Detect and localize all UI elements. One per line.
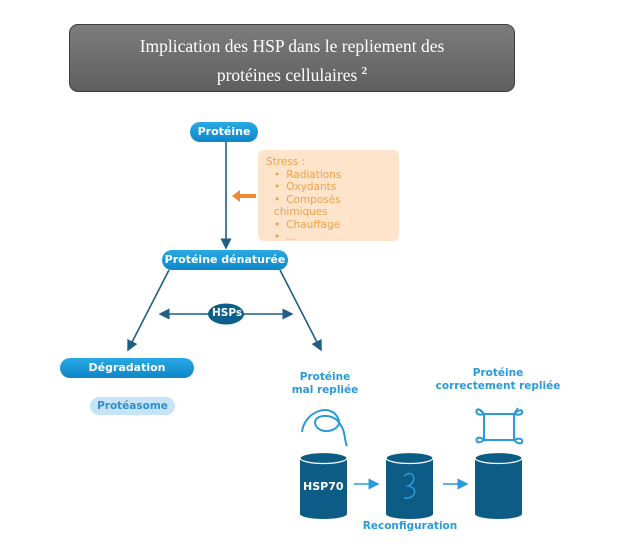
title-line-1: Implication des HSP dans le repliement d… (139, 36, 445, 56)
label-line: Protéine (299, 371, 351, 383)
cylinder-folded (474, 451, 523, 519)
stress-arrow-head (232, 190, 240, 202)
title-line-2-text: protéines cellulaires (216, 64, 358, 85)
hsps-label: HSPs (212, 307, 243, 319)
arrow-to-degradation (127, 269, 170, 352)
stress-item: Chauffage (274, 219, 391, 232)
stress-item: Radiations (274, 169, 391, 182)
folded-protein-icon (475, 407, 524, 445)
hsp70-label: HSP70 (303, 480, 344, 493)
label-correctement-repliee: Protéine correctement repliée (432, 367, 564, 393)
node-proteine-denaturee: Protéine dénaturée (162, 250, 288, 270)
stress-list: Radiations Oxydants Composés chimiques C… (266, 169, 391, 244)
stress-item: Oxydants (274, 181, 391, 194)
node-degradation: Dégradation (60, 358, 194, 378)
node-proteine: Protéine (190, 122, 258, 142)
cylinder-reconfiguration (385, 451, 434, 519)
label-line: Protéine (472, 367, 524, 379)
arrow-to-misfolded (279, 269, 322, 352)
hsps-node (208, 303, 244, 325)
cylinder-hsp70 (299, 451, 348, 519)
stress-box: Stress : Radiations Oxydants Composés ch… (258, 150, 399, 244)
stress-item: ... (274, 231, 391, 244)
label-line: correctement repliée (435, 380, 561, 392)
title-box: Implication des HSP dans le repliement d… (69, 24, 515, 92)
title-line-2: protéines cellulaires 2 (70, 59, 514, 88)
stress-heading: Stress : (266, 156, 306, 168)
title-reference: 2 (361, 65, 368, 77)
label-line: mal repliée (291, 384, 359, 396)
label-mal-repliee: Protéine mal repliée (285, 371, 365, 397)
misfolded-protein-icon (301, 409, 348, 447)
node-proteasome: Protéasome (90, 397, 175, 415)
label-reconfiguration: Reconfiguration (362, 520, 458, 532)
stress-item: Composés chimiques (274, 194, 391, 219)
